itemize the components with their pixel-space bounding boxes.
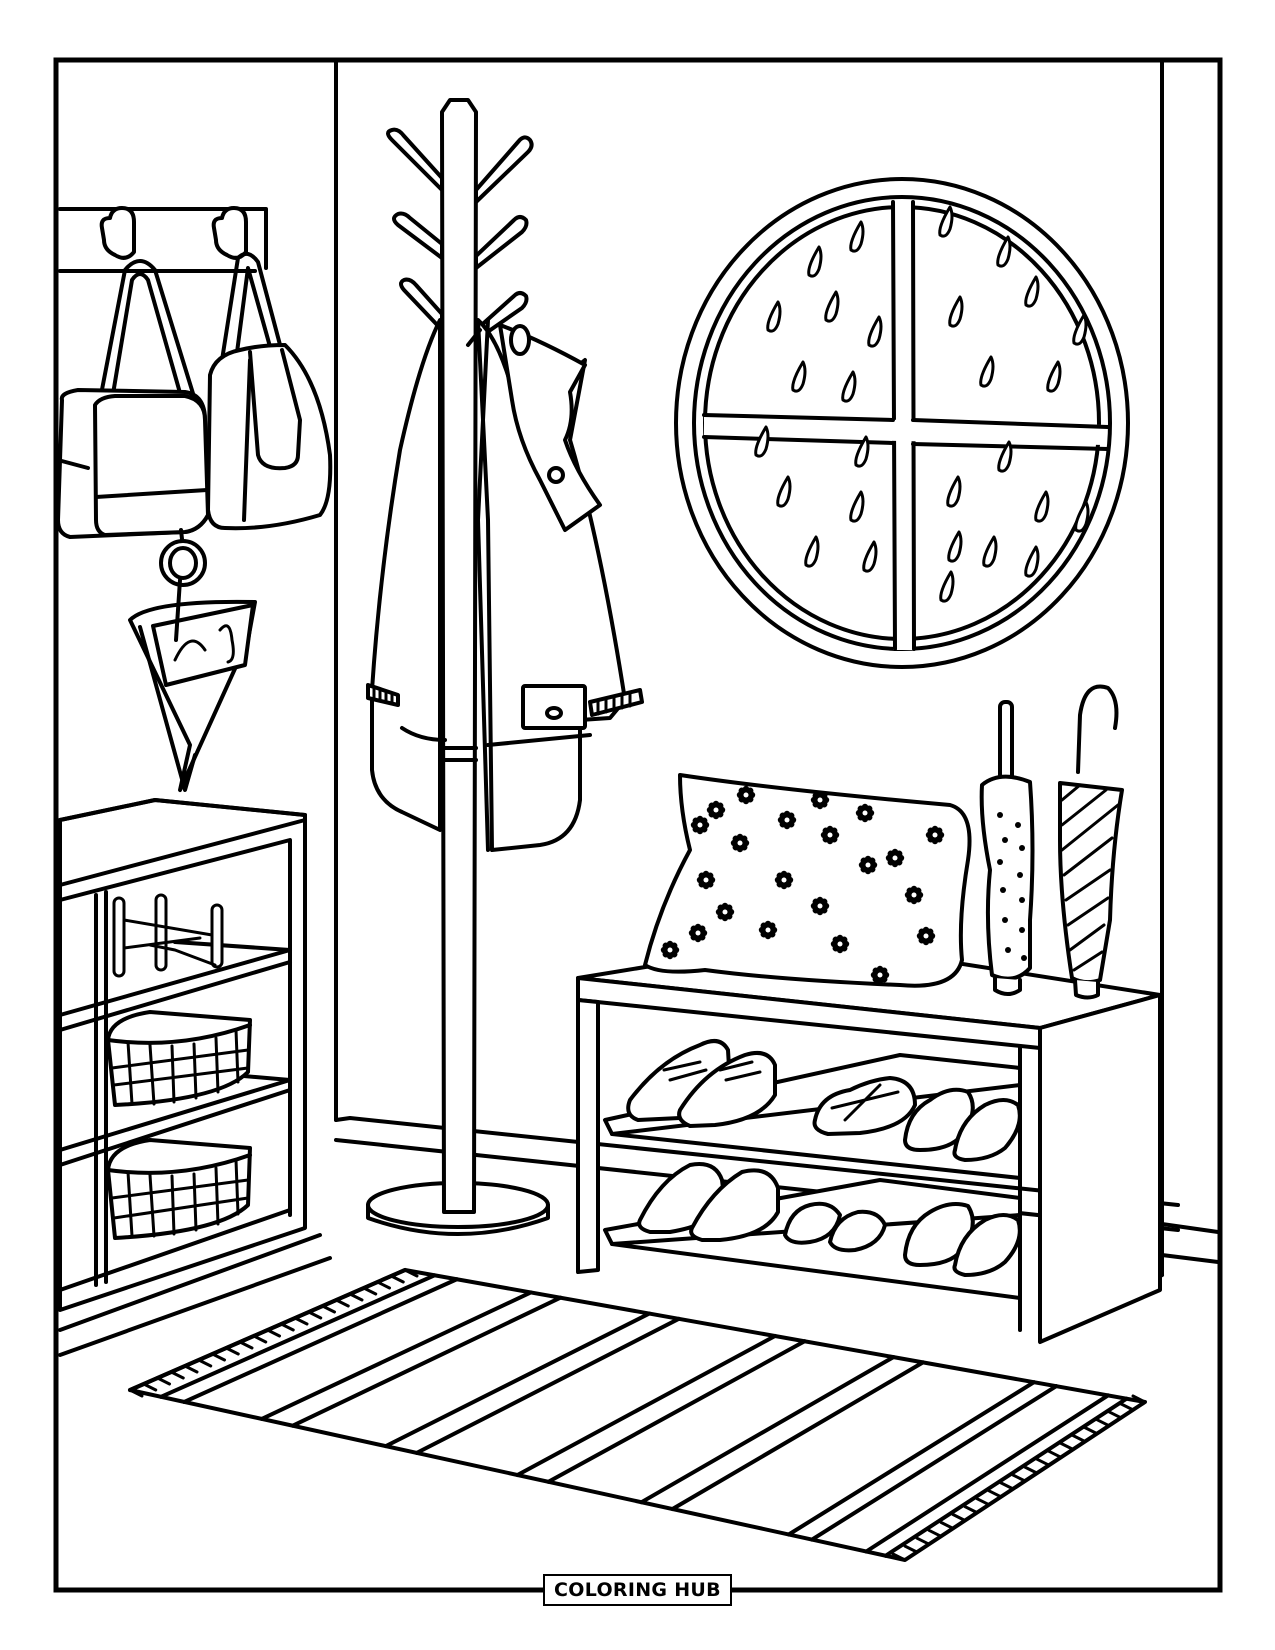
handbag-left — [56, 259, 210, 539]
coat-rack — [366, 98, 550, 1236]
round-window — [674, 177, 1130, 669]
bookend-stand — [112, 893, 224, 978]
raindrop-icons — [754, 205, 1090, 603]
slip-on-shoes — [903, 1087, 1022, 1277]
flower-pattern-icons — [660, 785, 945, 985]
sandals — [812, 1076, 917, 1136]
hook-icon — [211, 206, 248, 260]
hanging-key-pouch — [128, 528, 257, 792]
raincoat — [366, 318, 644, 852]
floral-cushion — [643, 773, 972, 988]
loafers — [637, 1162, 780, 1242]
sneakers — [626, 1039, 777, 1128]
wire-basket-lower — [106, 1138, 252, 1240]
coloring-hub-logo: COLORING HUB — [543, 1574, 732, 1606]
polka-dot-pattern — [997, 812, 1027, 961]
left-shelf-unit — [58, 798, 307, 1312]
wire-basket-upper — [106, 1010, 252, 1107]
umbrella-polka-dot — [979, 700, 1035, 996]
slippers — [783, 1201, 887, 1253]
striped-rug — [128, 1268, 1147, 1562]
handbag-right — [206, 251, 333, 531]
wall-hook-rack — [58, 206, 268, 273]
umbrella-striped — [1058, 684, 1124, 1000]
shoe-bench — [576, 938, 1162, 1344]
hook-icon — [99, 206, 136, 260]
